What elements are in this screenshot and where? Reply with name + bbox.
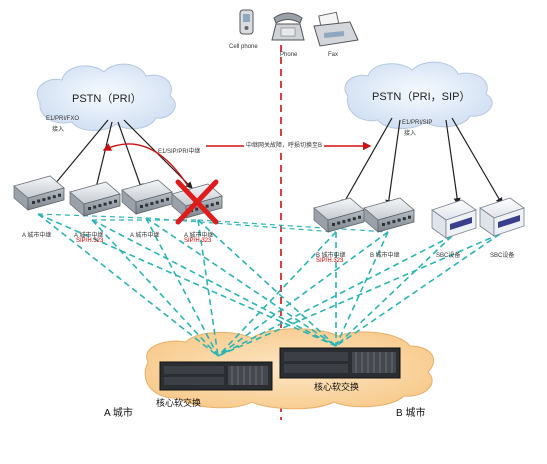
right-sbc-1-label: SBC设备 [436,253,461,259]
left-gw-2-sublabel: SIP/H.323 [76,238,104,244]
fax-machine-icon [313,11,359,47]
trunk-link-5-a [217,231,337,357]
trunk-link-6-a [217,231,389,357]
right-access-line-1: E1/PRI/SIP [402,120,433,126]
sbc-device-1-icon [431,199,477,239]
phone-label: Phone [280,52,298,58]
left-gw-4-label: A 城市中继 [184,233,214,239]
trunk-link-4-b [197,219,337,347]
core-left-label: 核心软交换 [156,398,202,408]
sbc-device-2-icon [479,197,525,237]
left-gw-3-label: A 城市中继 [130,233,160,239]
gateway-left-2-icon [69,181,121,217]
failure-x-icon [175,179,219,225]
trunk-link-8-b [335,233,501,347]
trunk-link-1-b [37,213,337,347]
cross-link-3 [145,217,337,233]
pstn-right-label: PSTN（PRI，SIP） [372,91,471,103]
trunk-link-7-a [217,235,453,357]
left-gw-2-label: A 城市中继 [74,233,104,239]
cell-phone-label: Cell phone [229,44,258,50]
right-sbc-2-label: SBC设备 [490,253,515,259]
cell-phone-icon [239,9,254,35]
right-gw-2-label: B 城市中继 [370,253,400,259]
trunk-link-6-b [335,231,389,347]
trunk-link-7-b [335,235,453,347]
cross-link-4 [197,219,389,233]
trunk-link-3-a [145,217,219,357]
right-access-line-2: 接入 [404,131,417,137]
pstn-cloud-left [36,63,176,131]
gateway-right-1-icon [313,197,365,233]
trunk-link-2-b [91,219,337,347]
left-gw-1-label: A 城市中继 [22,233,52,239]
desk-phone-icon [271,12,305,41]
ip-trunk-links [37,213,501,357]
trunk-link-2-a [91,219,219,357]
left-gateway-group [13,175,223,219]
core-right-label: 核心软交换 [314,382,360,392]
gateway-left-1-icon [13,175,65,211]
fax-label: Fax [328,52,339,58]
right-gateway-group [313,197,525,239]
gateway-left-3-icon [121,179,173,215]
right-gw-1-sublabel: SIP/H.323 [316,258,344,264]
left-gw-4-sublabel: SIP/H.323 [184,238,212,244]
city-b-label: B 城市 [396,408,426,419]
gateway-right-2-icon [363,197,415,233]
trunk-link-3-b [145,217,337,347]
cross-link-1 [37,213,147,219]
right-gw-1-label: B 城市中继 [316,253,346,259]
trunk-link-4-a [197,219,219,357]
reroute-arc [102,143,189,187]
trunk-link-8-a [217,233,501,357]
trunk-link-1-a [37,213,219,357]
city-a-label: A 城市 [104,408,133,419]
core-switch-b-icon [279,347,401,379]
pstn-cloud-right [344,61,493,129]
left-access-line-2: 接入 [52,127,65,133]
failure-note: 中继网关故障，呼损切换至B [244,140,325,149]
left-pstn-access-links [49,119,193,194]
core-switch-a-icon [159,361,273,391]
left-access-line-1: E1/PRI/FXO [46,116,80,122]
pstn-left-label: PSTN（PRI） [72,93,142,105]
reroute-label: E1/SIP/PRI中继 [158,149,201,155]
right-pstn-access-links [341,117,503,208]
